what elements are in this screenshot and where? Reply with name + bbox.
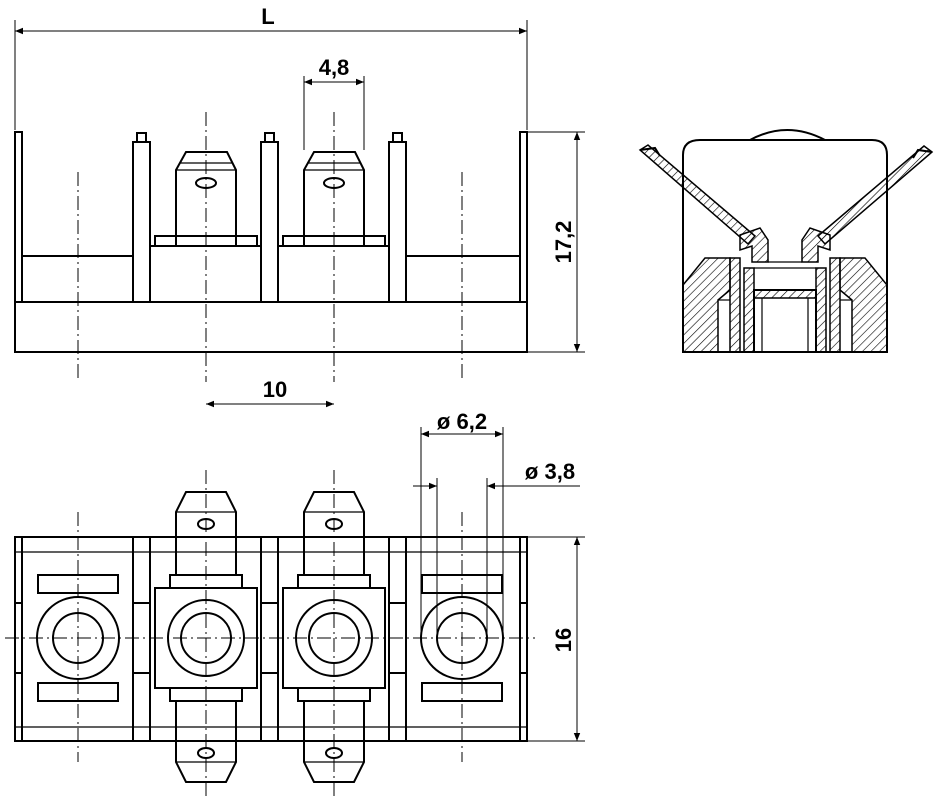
front-post-right: [519, 131, 528, 302]
dimension-outer-diameter: ø 6,2: [420, 409, 504, 635]
side-body-outline: [682, 139, 888, 353]
top-dividers: [14, 537, 528, 741]
side-left-wall: [682, 257, 731, 353]
dimension-length: L: [14, 4, 528, 130]
label-pitch: 10: [263, 377, 287, 402]
front-posts-inner: [132, 132, 407, 303]
label-tab-width: 4,8: [319, 55, 350, 80]
dimension-pitch: 10: [206, 377, 334, 408]
label-depth: 16: [551, 628, 576, 652]
dimension-height: 17,2: [528, 131, 585, 353]
side-inner-left: [718, 257, 755, 353]
label-outer-diameter: ø 6,2: [437, 409, 487, 434]
top-view: [5, 470, 535, 798]
side-tab-right: [816, 145, 934, 246]
front-base: [14, 301, 528, 353]
dimension-inner-diameter: ø 3,8: [413, 459, 580, 635]
side-tab-left: [638, 144, 757, 246]
top-centerlines: [5, 470, 535, 798]
top-body: [14, 536, 528, 742]
dimension-tab-width: 4,8: [303, 55, 365, 150]
side-dome: [749, 129, 826, 141]
side-section-view: [638, 129, 934, 353]
label-length: L: [261, 4, 274, 29]
dimension-depth: 16: [528, 536, 585, 742]
front-pockets: [21, 245, 521, 303]
label-height: 17,2: [551, 221, 576, 264]
label-inner-diameter: ø 3,8: [525, 459, 575, 484]
side-right-wall: [839, 257, 888, 353]
front-post-left: [14, 131, 23, 302]
front-view: [14, 112, 528, 382]
side-center-screw: [753, 289, 817, 353]
front-centerlines: [77, 112, 463, 382]
